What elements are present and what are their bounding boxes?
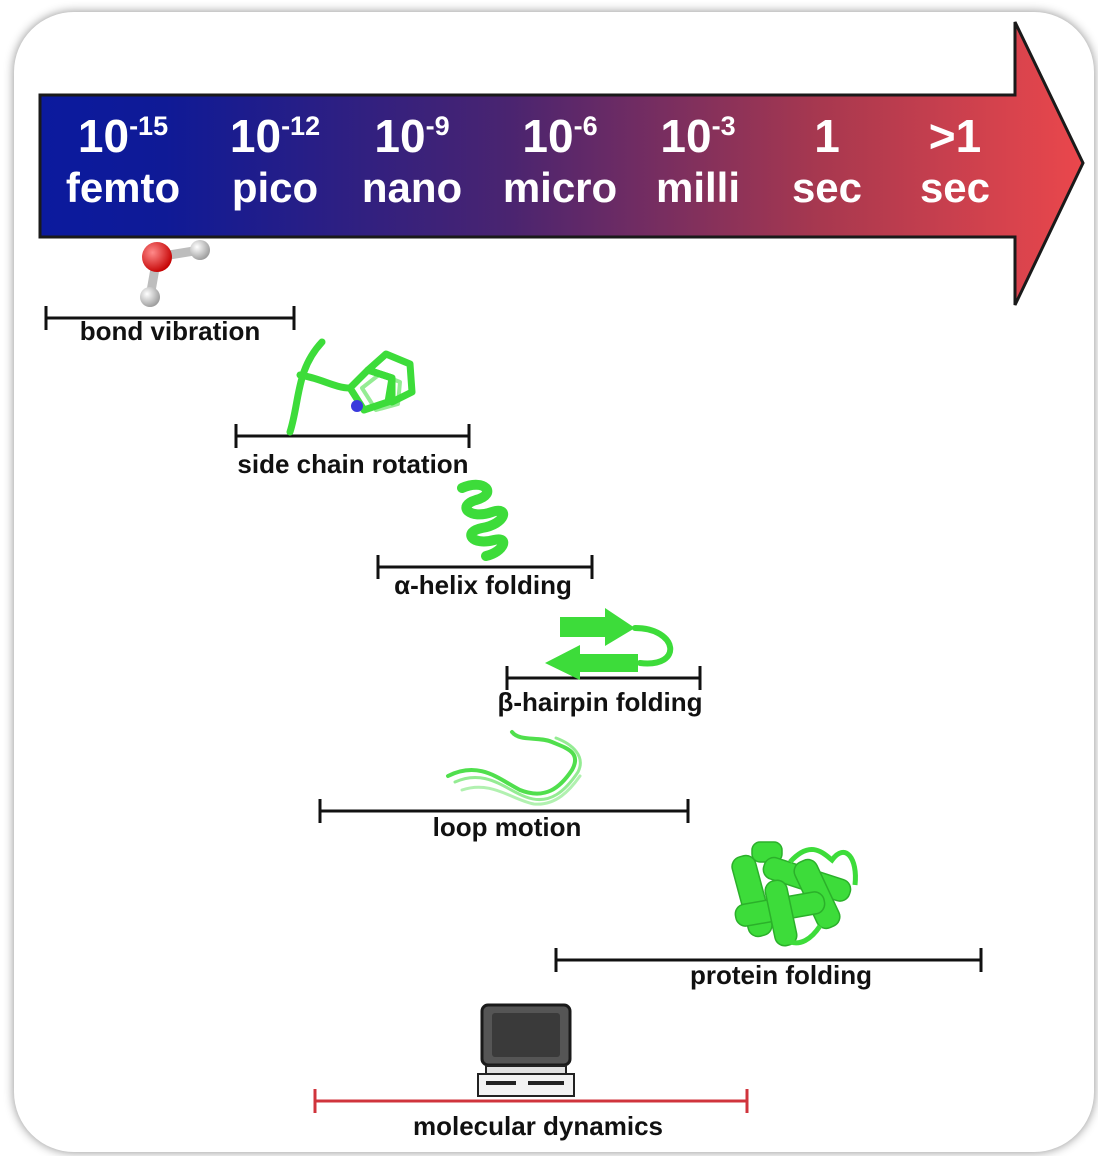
range-label: protein folding (690, 960, 872, 990)
timescale-base: 10 (230, 110, 281, 162)
timescale-base: 10 (522, 110, 573, 162)
range-label: molecular dynamics (413, 1111, 663, 1141)
timescale-base: 10 (374, 110, 425, 162)
side-chain-icon (286, 338, 416, 436)
timescale-prefix: pico (232, 164, 318, 211)
timescale-power: 10-3 (660, 110, 735, 162)
range-label: β-hairpin folding (497, 687, 702, 717)
timescale-power: >1 (929, 110, 981, 162)
timescale-power: 10-6 (522, 110, 597, 162)
timescale-prefix: sec (920, 164, 990, 211)
loop-icon (446, 730, 582, 806)
process-range: side chain rotation (234, 424, 471, 479)
process-range: molecular dynamics (313, 1089, 749, 1141)
process-ranges: bond vibration side chain rotation α-helix… (44, 306, 983, 1141)
process-range: α-helix folding (376, 555, 594, 600)
timescale-power: 1 (814, 110, 840, 162)
range-label: α-helix folding (394, 570, 572, 600)
timescale-units: 10-15femto10-12pico10-9nano10-6micro10-3… (66, 110, 990, 211)
timescale-exponent: -3 (712, 111, 736, 141)
timescale-power: 10-12 (230, 110, 320, 162)
beta-hairpin-icon (545, 608, 674, 680)
timescale-base: 10 (78, 110, 129, 162)
timescale-prefix: nano (362, 164, 462, 211)
alpha-helix-icon (457, 479, 509, 561)
timescale-base: 10 (660, 110, 711, 162)
water-molecule-icon (140, 240, 210, 307)
timescale-prefix: milli (656, 164, 740, 211)
timescale-exponent: -9 (426, 111, 450, 141)
timescale-power: 10-9 (374, 110, 449, 162)
range-label: bond vibration (80, 316, 261, 346)
timescale-exponent: -15 (129, 111, 168, 141)
timescale-arrow: 10-15femto10-12pico10-9nano10-6micro10-3… (38, 21, 1085, 306)
timescale-power: 10-15 (78, 110, 168, 162)
timescale-exponent: -6 (574, 111, 598, 141)
timescale-base: >1 (929, 110, 981, 162)
process-range: protein folding (554, 948, 983, 990)
computer-icon (477, 1003, 575, 1097)
process-range: loop motion (318, 799, 690, 842)
timescale-prefix: micro (503, 164, 617, 211)
process-range: bond vibration (44, 306, 296, 346)
range-label: side chain rotation (237, 449, 468, 479)
range-label: loop motion (433, 812, 582, 842)
process-range: β-hairpin folding (497, 666, 703, 717)
protein-icon (731, 841, 858, 947)
timescale-prefix: femto (66, 164, 180, 211)
timescale-base: 1 (814, 110, 840, 162)
timescale-prefix: sec (792, 164, 862, 211)
timescale-exponent: -12 (281, 111, 320, 141)
